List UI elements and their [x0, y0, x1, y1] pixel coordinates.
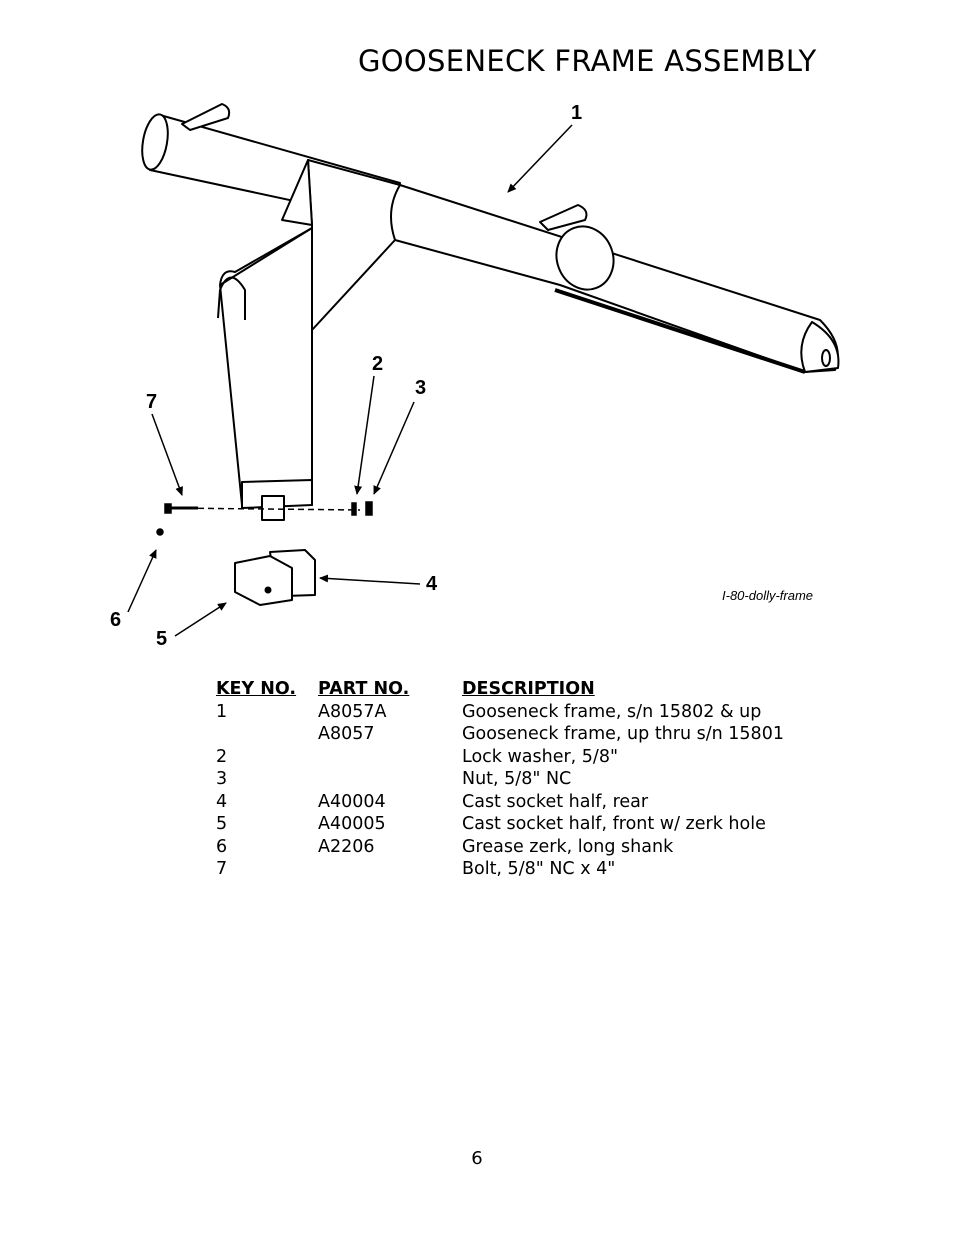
part-no: A8057A — [318, 701, 387, 722]
leg-ear — [217, 276, 246, 320]
key-no — [216, 723, 318, 746]
description: Gooseneck frame, s/n 15802 & up — [462, 701, 762, 722]
zerk — [156, 528, 164, 536]
nut — [365, 501, 373, 516]
table-row: 2 Lock washer, 5/8" — [216, 746, 784, 769]
part-no — [318, 746, 462, 769]
socket-front — [234, 555, 293, 606]
key-no: 7 — [216, 859, 228, 879]
callout-5: 5 — [156, 628, 167, 650]
key-no: 3 — [216, 769, 228, 789]
leader-6 — [127, 549, 157, 613]
frame-drawing — [141, 103, 840, 521]
figure-label: I-80-dolly-frame — [722, 588, 813, 603]
key-no: 4 — [216, 791, 228, 812]
leg-front — [219, 227, 313, 506]
callout-4: 4 — [426, 573, 438, 595]
callout-3: 3 — [415, 377, 426, 399]
neck-side — [281, 159, 313, 226]
bolt-head — [164, 503, 172, 514]
description: Cast socket half, rear — [462, 791, 649, 812]
header-part-no: PART NO. — [318, 679, 410, 699]
bracket-left — [181, 103, 231, 131]
part-no: A2206 — [318, 836, 375, 857]
washer — [351, 502, 357, 516]
leader-5 — [174, 602, 227, 637]
tube-right-face — [555, 225, 615, 291]
part-no — [318, 768, 462, 791]
callout-7: 7 — [146, 391, 157, 413]
table-row: 7 Bolt, 5/8" NC x 4" — [216, 858, 784, 881]
gooseneck-frame-diagram: 1 2 3 4 5 6 7 I-80-dolly-frame — [110, 102, 840, 650]
parts-table: KEY NO. PART NO. DESCRIPTION 1 A8057A Go… — [216, 678, 784, 881]
leader-3 — [373, 401, 415, 495]
table-header-row: KEY NO. PART NO. DESCRIPTION — [216, 678, 784, 701]
bolt-assembly — [156, 501, 373, 536]
header-key-no: KEY NO. — [216, 679, 297, 699]
socket-halves — [234, 549, 316, 606]
callout-6: 6 — [110, 609, 121, 631]
callout-1: 1 — [571, 102, 582, 124]
table-row: 5 A40005 Cast socket half, front w/ zerk… — [216, 813, 784, 836]
leader-lines — [127, 124, 573, 637]
tube-right-end — [800, 321, 840, 373]
key-no: 5 — [216, 814, 228, 834]
table-row: 3 Nut, 5/8" NC — [216, 768, 784, 791]
page-number: 6 — [471, 1148, 483, 1169]
leader-4 — [319, 574, 421, 585]
tube-left-end — [141, 113, 169, 171]
header-description: DESCRIPTION — [462, 679, 595, 699]
description: Gooseneck frame, up thru s/n 15801 — [462, 724, 784, 744]
leader-7 — [151, 413, 183, 496]
tube-end-hole — [821, 349, 831, 367]
part-no — [318, 858, 462, 881]
key-no: 6 — [216, 836, 228, 857]
description: Nut, 5/8" NC — [462, 769, 572, 789]
leg-side — [219, 227, 313, 286]
callout-2: 2 — [372, 353, 383, 375]
leader-2 — [354, 375, 375, 495]
description: Bolt, 5/8" NC x 4" — [462, 859, 616, 879]
description: Lock washer, 5/8" — [462, 746, 619, 767]
part-no: A8057 — [318, 724, 375, 744]
foot-pin — [261, 495, 285, 521]
cross-tube-right — [390, 184, 839, 373]
table-row: 4 A40004 Cast socket half, rear — [216, 791, 784, 814]
description: Grease zerk, long shank — [462, 836, 674, 857]
key-no: 1 — [216, 701, 228, 722]
table-row: A8057 Gooseneck frame, up thru s/n 15801 — [216, 723, 784, 746]
part-no: A40004 — [318, 791, 386, 812]
neck-plate — [307, 159, 401, 331]
key-no: 2 — [216, 746, 228, 767]
description: Cast socket half, front w/ zerk hole — [462, 814, 766, 834]
table-row: 1 A8057A Gooseneck frame, s/n 15802 & up — [216, 701, 784, 724]
table-row: 6 A2206 Grease zerk, long shank — [216, 836, 784, 859]
part-no: A40005 — [318, 814, 386, 834]
page-title: GOOSENECK FRAME ASSEMBLY — [358, 44, 817, 78]
bracket-right — [539, 204, 588, 231]
tube-shadow — [554, 288, 806, 374]
leg-foot — [241, 479, 313, 509]
leader-1 — [507, 124, 573, 193]
